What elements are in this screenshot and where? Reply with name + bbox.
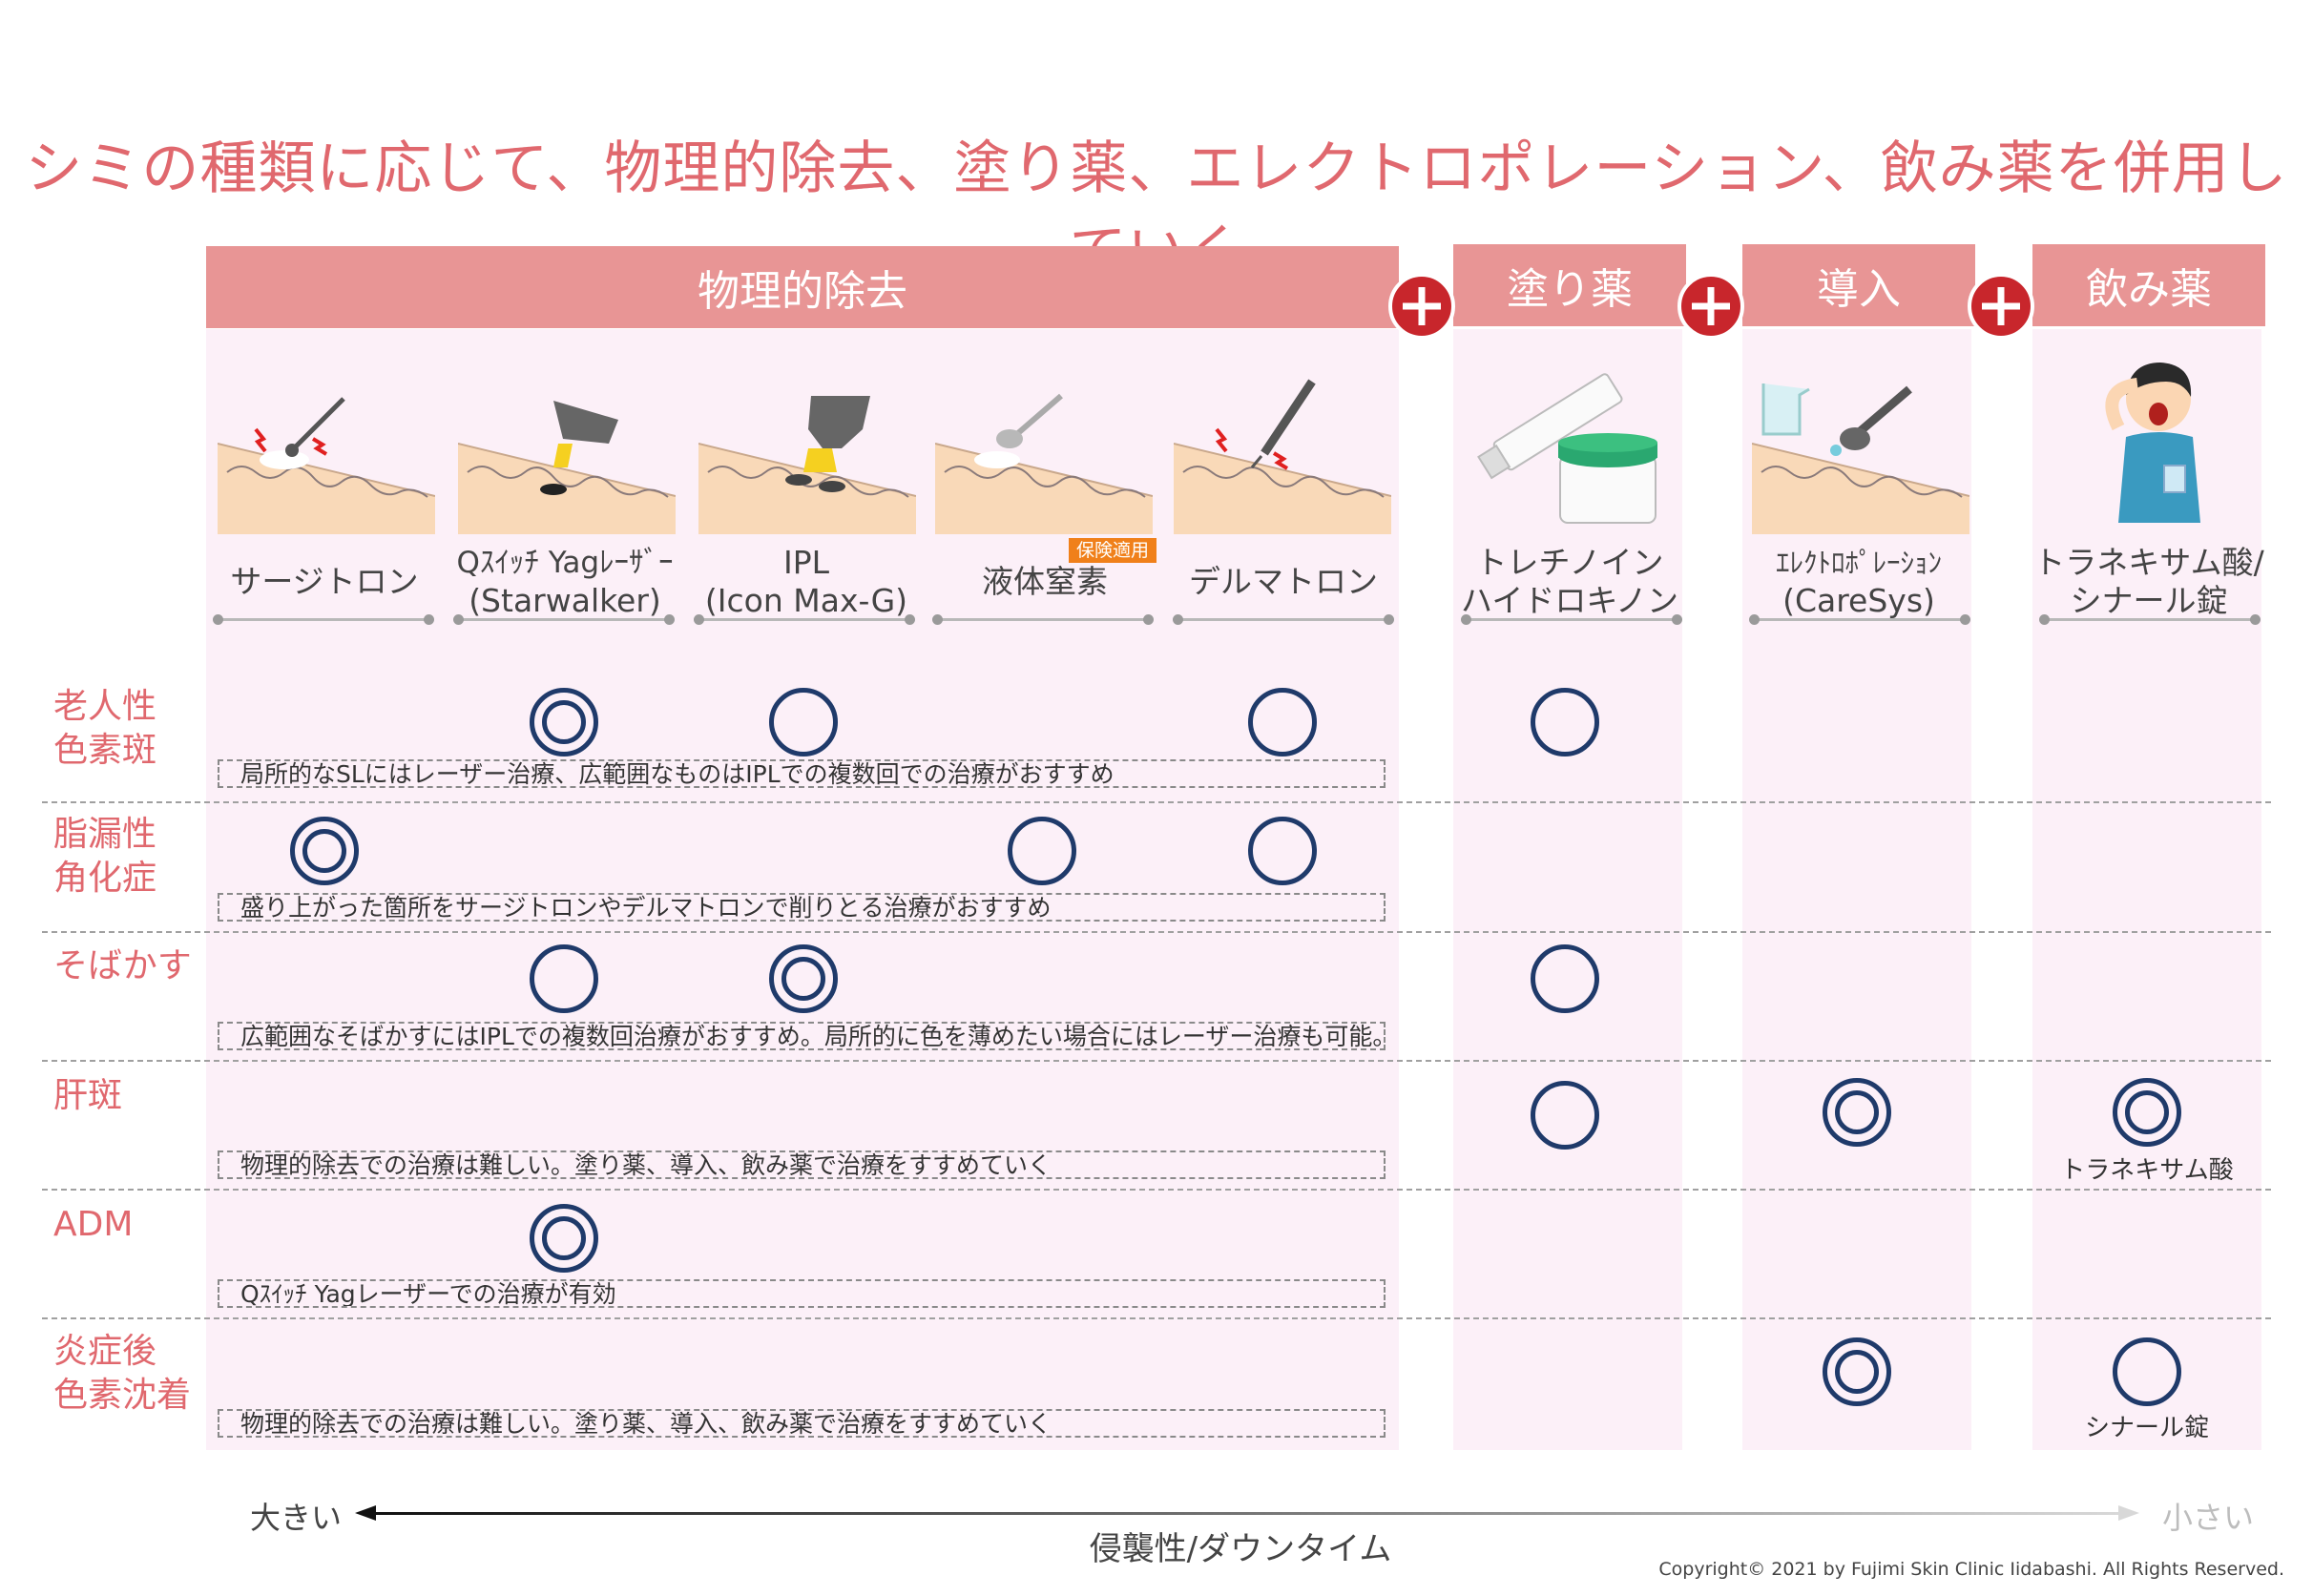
row-separator [42, 1060, 2271, 1062]
circle-mark [2113, 1337, 2181, 1406]
yag-laser-ruler [453, 614, 675, 625]
circle-mark [1531, 688, 1599, 757]
row-label-pih: 炎症後 色素沈着 [53, 1330, 216, 1418]
insurance-badge: 保険適用 [1069, 538, 1157, 563]
row-label-line: 色素沈着 [53, 1376, 192, 1415]
row-label-senile-lentigo: 老人性 色素斑 [53, 685, 216, 773]
liquid-nitrogen-ruler [932, 614, 1154, 625]
surgitron-ruler [213, 614, 434, 625]
double-circle-mark [1823, 1078, 1891, 1147]
double-circle-mark [2113, 1078, 2181, 1147]
topical-label-line2: ハイドロキノン [1460, 582, 1679, 619]
topical-cream-illustration [1477, 373, 1657, 524]
dermatron-ruler [1173, 614, 1394, 625]
liquid-nitrogen-illustration [935, 393, 1153, 534]
row-label-line: 肝斑 [53, 1076, 123, 1115]
surgitron-label: サージトロン [230, 563, 419, 600]
copyright: Copyright© 2021 by Fujimi Skin Clinic Ii… [1658, 1559, 2284, 1580]
double-circle-mark [530, 688, 598, 757]
row-label-line: 炎症後 [53, 1332, 157, 1371]
row-label-line: 老人性 [53, 687, 157, 726]
introduction-header: 導入 [1742, 244, 1975, 326]
double-circle-mark [1823, 1337, 1891, 1406]
topical-ruler [1461, 614, 1682, 625]
physical-header: 物理的除去 [206, 246, 1399, 328]
circle-mark [1531, 1081, 1599, 1150]
double-circle-mark [769, 944, 838, 1013]
plus-icon [1968, 273, 2034, 340]
axis-small-label: 小さい [2162, 1500, 2255, 1536]
circle-mark [1248, 688, 1317, 757]
circle-mark [1531, 944, 1599, 1013]
axis-arrow [355, 1505, 2139, 1521]
row-separator [42, 931, 2271, 933]
oral-label-line2: シナール錠 [2070, 582, 2228, 619]
oral-header: 飲み薬 [2032, 244, 2265, 326]
plus-icon [1677, 273, 1744, 340]
ipl-label-line1: IPL [782, 544, 830, 581]
row-note: 広範囲なそばかすにはIPLでの複数回治療がおすすめ。局所的に色を薄めたい場合には… [218, 1022, 1386, 1050]
double-circle-mark [290, 817, 359, 885]
plus-icon [1388, 273, 1455, 340]
topical-header: 塗り薬 [1453, 244, 1686, 326]
row-label-line: 色素斑 [53, 731, 157, 770]
row-label-seborrheic-keratosis: 脂漏性 角化症 [53, 813, 216, 901]
row-note: 局所的なSLにはレーザー治療、広範囲なものはIPLでの複数回での治療がおすすめ [218, 759, 1386, 788]
row-label-freckles: そばかす [53, 944, 216, 988]
circle-mark [1248, 817, 1317, 885]
circle-mark [530, 944, 598, 1013]
ipl-illustration [698, 396, 916, 534]
double-circle-mark [530, 1204, 598, 1273]
row-label-line: そばかす [53, 946, 192, 985]
row-note: Qｽｲｯﾁ Yagレーザーでの治療が有効 [218, 1279, 1386, 1308]
liquid-nitrogen-label: 液体窒素 [982, 563, 1108, 600]
dermatron-label: デルマトロン [1189, 563, 1378, 600]
yag-laser-illustration [458, 401, 676, 534]
axis-large-label: 大きい [250, 1500, 343, 1536]
electroporation-illustration [1752, 383, 1969, 534]
row-label-line: 脂漏性 [53, 815, 157, 854]
ipl-ruler [694, 614, 915, 625]
topical-label-line1: トレチノイン [1475, 544, 1664, 581]
circle-mark [769, 688, 838, 757]
oral-label-line1: トラネキサム酸/ [2033, 544, 2264, 581]
oral-ruler [2039, 614, 2261, 625]
row-note: 物理的除去での治療は難しい。塗り薬、導入、飲み薬で治療をすすめていく [218, 1150, 1386, 1179]
row-label-melasma: 肝斑 [53, 1074, 216, 1118]
dermatron-illustration [1174, 379, 1391, 534]
axis-title: 侵襲性/ダウンタイム [1089, 1530, 1392, 1568]
pih-drug-note: シナール錠 [2084, 1414, 2209, 1442]
electroporation-label-line1: ｴﾚｸﾄﾛﾎﾟﾚｰｼｮﾝ [1775, 547, 1942, 579]
row-note: 物理的除去での治療は難しい。塗り薬、導入、飲み薬で治療をすすめていく [218, 1409, 1386, 1438]
surgitron-illustration [218, 397, 435, 534]
melasma-drug-note: トラネキサム酸 [2060, 1156, 2234, 1185]
row-label-adm: ADM [53, 1203, 216, 1247]
electroporation-ruler [1749, 614, 1970, 625]
row-separator [42, 1317, 2271, 1319]
yag-laser-label-line2: (Starwalker) [469, 582, 661, 619]
ipl-label-line2: (Icon Max-G) [704, 582, 908, 619]
row-label-line: ADM [53, 1205, 134, 1244]
oral-medicine-person-illustration [2105, 363, 2200, 523]
yag-laser-label-line1: Qｽｲｯﾁ Yagﾚｰｻﾞｰ [456, 546, 674, 580]
row-label-line: 角化症 [53, 859, 157, 898]
row-note: 盛り上がった箇所をサージトロンやデルマトロンで削りとる治療がおすすめ [218, 893, 1386, 922]
row-separator [42, 1189, 2271, 1191]
electroporation-label-line2: (CareSys) [1782, 582, 1935, 619]
circle-mark [1008, 817, 1076, 885]
row-separator [42, 801, 2271, 803]
